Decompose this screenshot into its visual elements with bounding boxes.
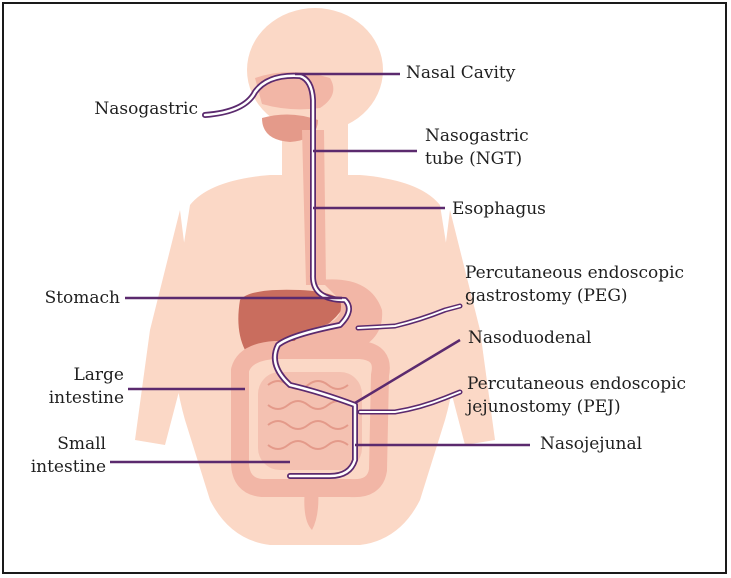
label-nasogastric: Nasogastric: [70, 98, 198, 120]
label-ngt-line2: tube (NGT): [425, 148, 522, 170]
label-peg-line1: Percutaneous endoscopic: [465, 262, 684, 284]
small-intestine-organ: [258, 372, 362, 470]
label-small-line2: intestine: [10, 456, 106, 478]
label-nasojejunal: Nasojejunal: [540, 433, 642, 455]
label-nasal-cavity: Nasal Cavity: [406, 62, 515, 84]
label-nasoduodenal: Nasoduodenal: [468, 327, 592, 349]
label-small-line1: Small: [10, 433, 106, 455]
label-pej-line2: jejunostomy (PEJ): [467, 396, 621, 418]
label-peg-line2: gastrostomy (PEG): [465, 285, 628, 307]
label-pej-line1: Percutaneous endoscopic: [467, 373, 686, 395]
label-esophagus: Esophagus: [452, 198, 546, 220]
label-ngt-line1: Nasogastric: [425, 125, 529, 147]
label-large-line1: Large: [20, 364, 124, 386]
label-stomach: Stomach: [20, 287, 120, 309]
label-large-line2: intestine: [20, 387, 124, 409]
